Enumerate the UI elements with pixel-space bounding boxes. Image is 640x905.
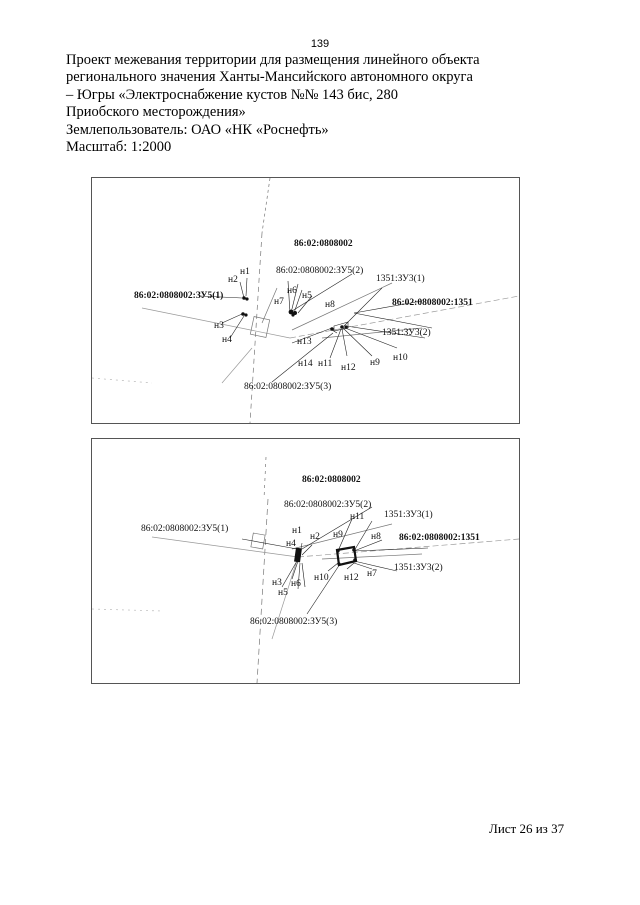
point-label: н3 (214, 321, 224, 331)
parcel-label-main: 86:02:0808002 (302, 475, 361, 485)
page-number: 139 (310, 38, 330, 50)
point-label: н1 (292, 526, 302, 536)
parcel-label-zu5-2: 86:02:0808002:ЗУ5(2) (276, 265, 363, 276)
land-user-line: Землепользователь: ОАО «НК «Роснефть» (66, 121, 329, 138)
point-label: н1 (240, 267, 250, 277)
parcel-label-zu5-1: 86:02:0808002:ЗУ5(1) (141, 523, 228, 534)
point-label: н12 (344, 573, 359, 583)
sheet-counter: Лист 26 из 37 (489, 821, 565, 836)
parcel-label-zu3-1: 1351:ЗУ3(1) (384, 509, 433, 520)
header-line: Приобского месторождения» (66, 104, 246, 121)
scale-line: Масштаб: 1:2000 (66, 139, 172, 156)
map-2-drawing: 86:02:0808002 86:02:0808002:ЗУ5(2) 1351:… (91, 456, 520, 684)
point-label: н3 (272, 578, 282, 588)
point-label: н7 (274, 297, 284, 307)
map-1-drawing: 86:02:0808002 86:02:0808002:ЗУ5(2) 1351:… (91, 177, 520, 424)
point-label: н4 (286, 539, 296, 549)
point-label: н12 (341, 363, 356, 373)
parcel-label-zu3-1: 1351:ЗУ3(1) (376, 273, 425, 284)
point-label: н10 (314, 573, 329, 583)
document-header: Проект межевания территории для размещен… (66, 52, 586, 156)
point-label: н6 (291, 579, 301, 589)
parcel-label-main: 86:02:0808002 (294, 239, 353, 249)
parcel-label-zu5-2: 86:02:0808002:ЗУ5(2) (284, 499, 371, 510)
point-label: н6 (287, 286, 297, 296)
parcel-label-zu5-3: 86:02:0808002:ЗУ5(3) (250, 616, 337, 627)
point-label: н9 (370, 358, 380, 368)
point-label: н11 (318, 359, 332, 369)
point-label: н10 (393, 353, 408, 363)
parcel-label-1351: 86:02:0808002:1351 (392, 298, 473, 308)
point-label: н13 (297, 337, 312, 347)
point-label: н11 (350, 512, 364, 522)
point-label: н2 (228, 275, 238, 285)
parcel-label-zu3-2: 1351:ЗУ3(2) (382, 327, 431, 338)
header-line: – Югры «Электроснабжение кустов №№ 143 б… (66, 86, 398, 103)
point-label: н5 (278, 588, 288, 598)
header-line: Проект межевания территории для размещен… (66, 52, 480, 68)
cadastral-map-1: 86:02:0808002 86:02:0808002:ЗУ5(2) 1351:… (91, 177, 520, 424)
point-label: н7 (367, 569, 377, 579)
header-line: регионального значения Ханты-Мансийского… (66, 69, 473, 86)
cadastral-map-2: 86:02:0808002 86:02:0808002:ЗУ5(2) 1351:… (91, 438, 520, 684)
point-label: н14 (298, 359, 313, 369)
parcel-label-zu3-2: 1351:ЗУ3(2) (394, 562, 443, 573)
point-label: н4 (222, 335, 232, 345)
parcel-label-zu5-1: 86:02:0808002:ЗУ5(1) (134, 290, 223, 301)
point-label: н8 (325, 300, 335, 310)
point-label: н5 (302, 291, 312, 301)
point-label: н9 (333, 530, 343, 540)
point-label: н2 (310, 532, 320, 542)
parcel-label-1351: 86:02:0808002:1351 (399, 533, 480, 543)
parcel-label-zu5-3: 86:02:0808002:ЗУ5(3) (244, 381, 331, 392)
point-label: н8 (371, 532, 381, 542)
